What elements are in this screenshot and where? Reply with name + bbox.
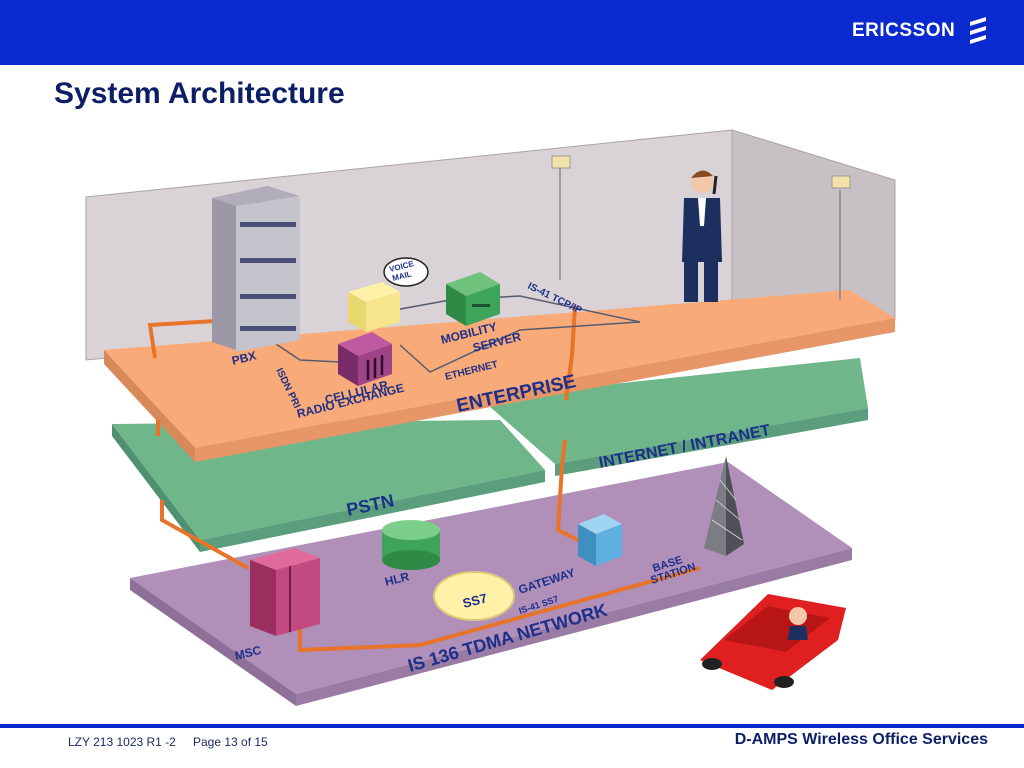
base-station-tower	[704, 456, 744, 556]
mobility-server	[446, 272, 500, 326]
side-wall	[731, 129, 896, 321]
msc-cabinet	[250, 548, 320, 636]
msc-label: MSC	[233, 643, 263, 663]
hlr-label: HLR	[383, 569, 411, 589]
enterprise-floor	[104, 290, 895, 448]
hlr-database	[382, 520, 440, 570]
product-name: D-AMPS Wireless Office Services	[734, 731, 988, 748]
doc-id: LZY 213 1023 R1 -2	[68, 735, 176, 749]
ericsson-logo-icon	[970, 17, 986, 44]
brand-name: ERICSSON	[852, 20, 956, 41]
gateway-box	[578, 514, 622, 566]
person-with-phone	[682, 170, 722, 302]
internet-layer	[480, 358, 868, 464]
header-bar: ERICSSON	[0, 0, 1024, 65]
ss7-label: SS7	[461, 590, 488, 611]
lamp-icon	[551, 155, 851, 300]
footer-line	[0, 724, 1024, 728]
pbx-cabinet	[212, 186, 300, 352]
voice-mail-box	[348, 257, 429, 332]
architecture-diagram: ENTERPRISE INTERNET / INTRANET PSTN IS 1…	[85, 129, 896, 706]
page-number: Page 13 of 15	[193, 735, 268, 749]
cellular-radio-exchange	[338, 332, 392, 386]
pbx-label: PBX	[230, 348, 257, 368]
page-title: System Architecture	[54, 77, 345, 110]
car-icon	[700, 594, 846, 690]
ss7-node	[433, 571, 515, 621]
